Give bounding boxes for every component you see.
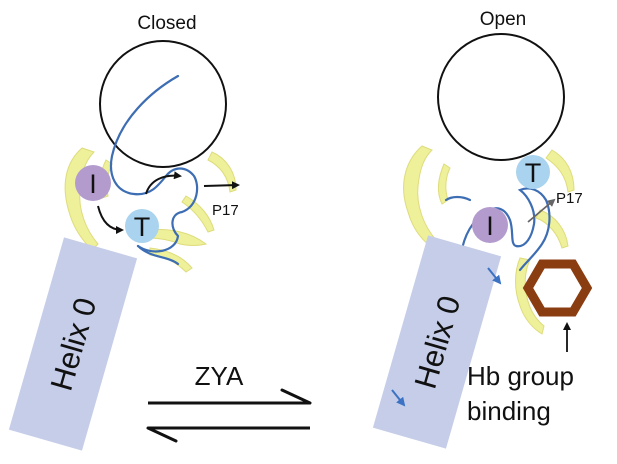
forward-arrow-barb [280, 388, 312, 405]
reverse-arrow-barb [146, 426, 178, 443]
closed-helix-0: Helix 0 [8, 237, 138, 451]
closed-title: Closed [137, 13, 196, 34]
open-backbone-tail [444, 195, 472, 202]
closed-state-panel: Closed I T P17 Helix 0 [8, 13, 240, 451]
open-residue-i-circle [472, 207, 508, 243]
open-helix-arrow-top [487, 267, 502, 285]
closed-residue-i-circle [75, 165, 111, 201]
open-residue-t-circle [516, 155, 550, 189]
open-arrow-p17 [527, 198, 556, 223]
open-state-panel: Open T I P17 Helix 0 [372, 9, 593, 449]
closed-residue-i-label: I [89, 169, 97, 199]
hb-binding-label-line2: binding [467, 396, 551, 426]
open-beta-sheet-ribbons [403, 145, 575, 335]
hb-binding-label-line1: Hb group [467, 361, 574, 391]
closed-backbone-loop [109, 74, 199, 253]
equilibrium-arrows: ZYA [146, 361, 312, 443]
open-heme-circle [437, 33, 565, 161]
closed-beta-sheet-ribbons [64, 147, 237, 273]
open-residue-t-label: T [525, 158, 542, 188]
open-helix-arrow-bottom [391, 389, 406, 407]
hb-group-hexagon-icon [522, 259, 593, 317]
closed-arrow-i-to-t [97, 205, 124, 234]
open-helix-0: Helix 0 [372, 235, 502, 449]
open-p17-label: P17 [556, 190, 583, 207]
closed-backbone-tail [136, 244, 180, 266]
closed-p17-label: P17 [212, 202, 239, 219]
open-title: Open [480, 9, 526, 30]
closed-heme-circle [99, 40, 227, 168]
closed-residue-t-label: T [134, 212, 151, 242]
closed-residue-t-circle [125, 209, 159, 243]
closed-arrow-loop [145, 171, 182, 195]
equilibrium-label: ZYA [195, 361, 244, 391]
closed-arrow-p17 [203, 181, 240, 190]
open-residue-i-label: I [486, 211, 494, 241]
